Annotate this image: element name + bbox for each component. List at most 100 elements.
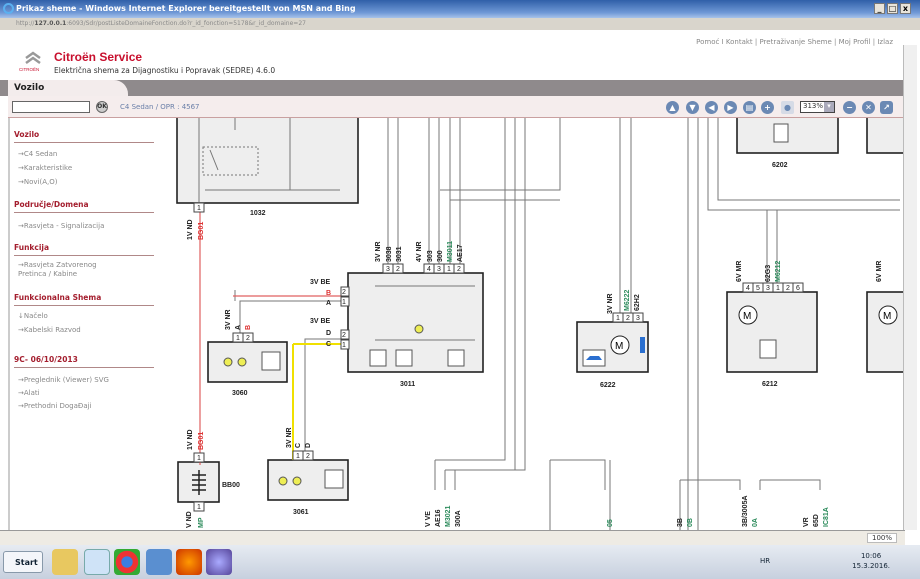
- sidebar-item-alati[interactable]: →Alati: [18, 389, 40, 397]
- pin: 2: [626, 315, 630, 322]
- app-icon[interactable]: [206, 549, 232, 575]
- popout-icon[interactable]: ↗: [880, 101, 893, 114]
- wire-label: AE17: [457, 244, 464, 262]
- sidebar-item-rasvjeta[interactable]: →Rasvjeta - Signalizacija: [18, 222, 105, 230]
- component-partial-box: [866, 118, 903, 154]
- pin: 1: [616, 315, 620, 322]
- pin: 6: [796, 285, 800, 292]
- label-bb00: BB00: [222, 482, 240, 489]
- pin: 1: [447, 266, 451, 273]
- diagram-canvas[interactable]: 1032 3060 3011 BB00 3061 6222 6212 6202 …: [165, 118, 903, 530]
- wire-label: AE16: [435, 509, 442, 527]
- pin: 2: [457, 266, 461, 273]
- wire-label: 62H2: [634, 294, 641, 311]
- language-indicator[interactable]: HR: [760, 557, 771, 565]
- sidebar-item-rasvjeta-kabine[interactable]: →Rasvjeta Zatvorenog Pretinca / Kabine: [18, 261, 97, 278]
- image-viewer-icon[interactable]: [146, 549, 172, 575]
- address-bar[interactable]: http://127.0.0.1:6093/Sdr/postListeDomai…: [0, 18, 920, 30]
- sidebar-item-prethodni[interactable]: →Prethodni DogaĐaji: [18, 402, 92, 410]
- internet-explorer-icon[interactable]: [84, 549, 110, 575]
- fit-icon[interactable]: ✕: [862, 101, 875, 114]
- wire-label: 300A: [455, 510, 462, 527]
- chevron-down-icon: ▾: [824, 102, 834, 112]
- wire-label: 4V NR: [416, 241, 423, 262]
- toolbar: OK C4 Sedan / OPR : 4567 ▲ ▼ ◀ ▶ ▤ + ● 3…: [8, 96, 905, 118]
- yellow-wire: [292, 343, 341, 460]
- wire-label: M6212: [775, 260, 782, 282]
- wire-label: VR: [803, 517, 810, 527]
- wire-label: V ND: [186, 511, 193, 528]
- pin: 3: [766, 285, 770, 292]
- tab-bar: [0, 80, 905, 96]
- component-partial-box: [866, 291, 903, 373]
- component-6212-box[interactable]: [726, 291, 818, 373]
- close-button[interactable]: x: [900, 3, 911, 14]
- top-links[interactable]: Pomoć I Kontakt | Pretraživanje Sheme | …: [696, 38, 893, 46]
- pin: 2: [786, 285, 790, 292]
- pan-up-icon[interactable]: ▲: [666, 101, 679, 114]
- print-icon[interactable]: ▤: [743, 101, 756, 114]
- sidebar-heading-version: 9C- 06/10/2013: [14, 355, 154, 368]
- wire-label: D: [305, 443, 312, 448]
- sidebar-item-preglednik[interactable]: →Preglednik (Viewer) SVG: [18, 376, 109, 384]
- wires: [198, 118, 900, 530]
- pan-right-icon[interactable]: ▶: [724, 101, 737, 114]
- motor-icon: M: [883, 311, 891, 322]
- wiring-diagram[interactable]: 1032 3060 3011 BB00 3061 6222 6212 6202 …: [165, 118, 903, 530]
- zoom-in-icon[interactable]: +: [761, 101, 774, 114]
- pin: 1: [342, 342, 346, 349]
- window-titlebar: Prikaz sheme - Windows Internet Explorer…: [0, 0, 920, 18]
- sidebar: Vozilo →C4 Sedan →Karakteristike →Novi(A…: [8, 118, 165, 530]
- maximize-button[interactable]: □: [887, 3, 898, 14]
- wire-label: A: [235, 325, 242, 330]
- wire-label: 62G3: [765, 265, 772, 282]
- magnifier-icon[interactable]: ●: [781, 101, 794, 114]
- sidebar-item-kabelski-razvod[interactable]: →Kabelski Razvod: [18, 326, 81, 334]
- label-3011: 3011: [400, 381, 415, 388]
- chrome-icon[interactable]: [114, 549, 140, 575]
- wire-label: BG01: [198, 432, 205, 450]
- vertical-scrollbar[interactable]: [903, 45, 917, 530]
- wire-label: D: [326, 330, 331, 337]
- zoom-indicator[interactable]: 100%: [866, 533, 897, 543]
- pan-down-icon[interactable]: ▼: [686, 101, 699, 114]
- pin: 1: [236, 335, 240, 342]
- pin: 4: [427, 266, 431, 273]
- component-1032-box[interactable]: [176, 118, 359, 204]
- ok-button[interactable]: OK: [96, 101, 108, 113]
- url-host: 127.0.0.1: [34, 20, 67, 27]
- zoom-out-icon[interactable]: −: [843, 101, 856, 114]
- wire-label: 1V ND: [187, 429, 194, 450]
- red-wire: [199, 212, 341, 465]
- wire-label: 3V NR: [375, 241, 382, 262]
- breadcrumb[interactable]: C4 Sedan / OPR : 4567: [120, 103, 200, 111]
- motor-icon: M: [615, 341, 623, 352]
- minimize-button[interactable]: _: [874, 3, 885, 14]
- pin: 2: [342, 289, 346, 296]
- sidebar-item-karakteristike[interactable]: →Karakteristike: [18, 164, 73, 172]
- start-button[interactable]: Start: [3, 551, 43, 573]
- pin: 5: [756, 285, 760, 292]
- firefox-icon[interactable]: [176, 549, 202, 575]
- sidebar-item-c4-sedan[interactable]: →C4 Sedan: [18, 150, 58, 158]
- sidebar-item-novi[interactable]: →Novi(A,O): [18, 178, 58, 186]
- tab-vozilo[interactable]: Vozilo: [8, 80, 128, 96]
- wire-label: 3038: [386, 246, 393, 262]
- label-3060: 3060: [232, 390, 248, 397]
- sidebar-heading-vozilo: Vozilo: [14, 130, 154, 143]
- zoom-select[interactable]: 313%▾: [800, 101, 835, 113]
- wire-label: 05: [607, 519, 614, 527]
- pan-left-icon[interactable]: ◀: [705, 101, 718, 114]
- citroen-logo-icon: CITROËN: [19, 51, 41, 72]
- pin: 4: [746, 285, 750, 292]
- sidebar-item-nacelo[interactable]: ↓Načelo: [18, 312, 48, 320]
- brand-title: Citroën Service: [54, 50, 143, 64]
- label-6222: 6222: [600, 382, 616, 389]
- label-6212: 6212: [762, 381, 778, 388]
- window-title: Prikaz sheme - Windows Internet Explorer…: [16, 4, 356, 13]
- pin: 1: [296, 453, 300, 460]
- search-input[interactable]: [12, 101, 90, 113]
- explorer-folder-icon[interactable]: [52, 549, 78, 575]
